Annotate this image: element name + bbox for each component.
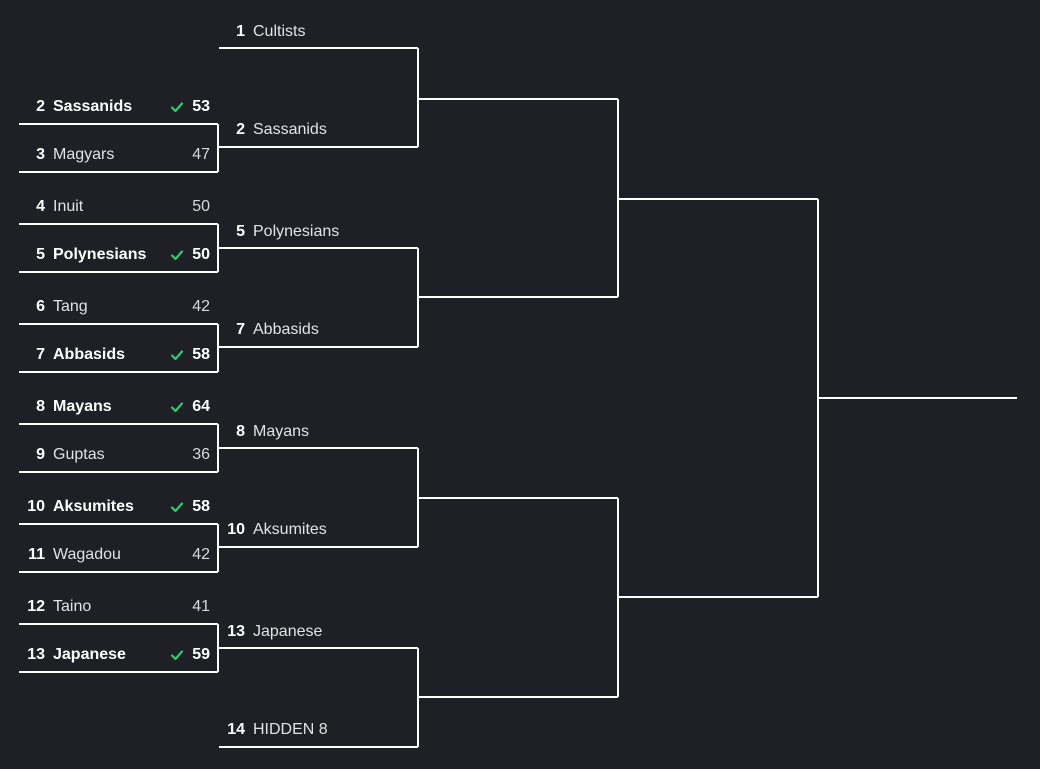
seed: 9	[36, 446, 45, 463]
seed: 13	[227, 623, 245, 640]
team-name: Aksumites	[253, 521, 327, 538]
check-icon	[170, 650, 184, 661]
round2-slot-cultists[interactable]: 1 Cultists	[219, 19, 419, 45]
score: 58	[192, 346, 210, 363]
round1-slot-magyars[interactable]: 3 Magyars 47	[19, 142, 219, 168]
team-name: Sassanids	[253, 121, 327, 138]
seed: 6	[36, 298, 45, 315]
team-name: Cultists	[253, 23, 306, 40]
score: 47	[192, 146, 210, 163]
round1-slot-taino[interactable]: 12 Taino 41	[19, 594, 219, 620]
round2-slot-mayans[interactable]: 8 Mayans	[219, 419, 419, 445]
round2-slot-hidden-8[interactable]: 14 HIDDEN 8	[219, 717, 419, 743]
score: 50	[192, 198, 210, 215]
round1-slot-wagadou[interactable]: 11 Wagadou 42	[19, 542, 219, 568]
round1-slot-polynesians[interactable]: 5 Polynesians 50	[19, 242, 219, 268]
team-name: Sassanids	[53, 98, 133, 115]
round1-slot-tang[interactable]: 6 Tang 42	[19, 294, 219, 320]
round1-slot-guptas[interactable]: 9 Guptas 36	[19, 442, 219, 468]
score: 64	[192, 398, 210, 415]
team-name: Magyars	[53, 146, 115, 163]
round2-slot-sassanids[interactable]: 2 Sassanids	[219, 117, 419, 143]
check-icon	[170, 350, 184, 361]
team-name: Polynesians	[53, 246, 147, 263]
seed: 5	[36, 246, 45, 263]
team-name: Mayans	[53, 398, 112, 415]
seed: 10	[27, 498, 45, 515]
round1-slot-mayans[interactable]: 8 Mayans 64	[19, 394, 219, 420]
team-name: HIDDEN 8	[253, 721, 328, 738]
team-name: Tang	[53, 298, 88, 315]
score: 42	[192, 546, 210, 563]
seed: 4	[36, 198, 45, 215]
seed: 2	[236, 121, 245, 138]
team-name: Guptas	[53, 446, 105, 463]
score: 58	[192, 498, 210, 515]
score: 36	[192, 446, 210, 463]
team-name: Polynesians	[253, 223, 340, 240]
team-name: Mayans	[253, 423, 310, 440]
score: 50	[192, 246, 210, 263]
round2-slot-polynesians[interactable]: 5 Polynesians	[219, 219, 419, 245]
seed: 3	[36, 146, 45, 163]
team-name: Abbasids	[53, 346, 126, 363]
round1-slot-sassanids[interactable]: 2 Sassanids 53	[19, 94, 219, 120]
team-name: Japanese	[253, 623, 323, 640]
seed: 8	[236, 423, 245, 440]
score: 53	[192, 98, 210, 115]
round2-slot-japanese[interactable]: 13 Japanese	[219, 619, 419, 645]
team-name: Inuit	[53, 198, 84, 215]
seed: 8	[36, 398, 45, 415]
seed: 12	[27, 598, 45, 615]
seed: 5	[236, 223, 245, 240]
round2-slot-aksumites[interactable]: 10 Aksumites	[219, 517, 419, 543]
score: 41	[192, 598, 210, 615]
seed: 10	[227, 521, 245, 538]
seed: 13	[27, 646, 45, 663]
check-icon	[170, 250, 184, 261]
seed: 1	[236, 23, 245, 40]
seed: 2	[36, 98, 45, 115]
team-name: Wagadou	[53, 546, 121, 563]
round1-slot-aksumites[interactable]: 10 Aksumites 58	[19, 494, 219, 520]
score: 59	[192, 646, 210, 663]
score: 42	[192, 298, 210, 315]
seed: 14	[227, 721, 245, 738]
team-name: Aksumites	[53, 498, 134, 515]
team-name: Abbasids	[253, 321, 319, 338]
round1-slot-abbasids[interactable]: 7 Abbasids 58	[19, 342, 219, 368]
check-icon	[170, 402, 184, 413]
seed: 7	[36, 346, 45, 363]
seed: 7	[236, 321, 245, 338]
team-name: Japanese	[53, 646, 126, 663]
round2-slot-abbasids[interactable]: 7 Abbasids	[219, 317, 419, 343]
seed: 11	[28, 546, 45, 563]
check-icon	[170, 102, 184, 113]
check-icon	[170, 502, 184, 513]
team-name: Taino	[53, 598, 92, 615]
round1-slot-inuit[interactable]: 4 Inuit 50	[19, 194, 219, 220]
round1-slot-japanese[interactable]: 13 Japanese 59	[19, 642, 219, 668]
